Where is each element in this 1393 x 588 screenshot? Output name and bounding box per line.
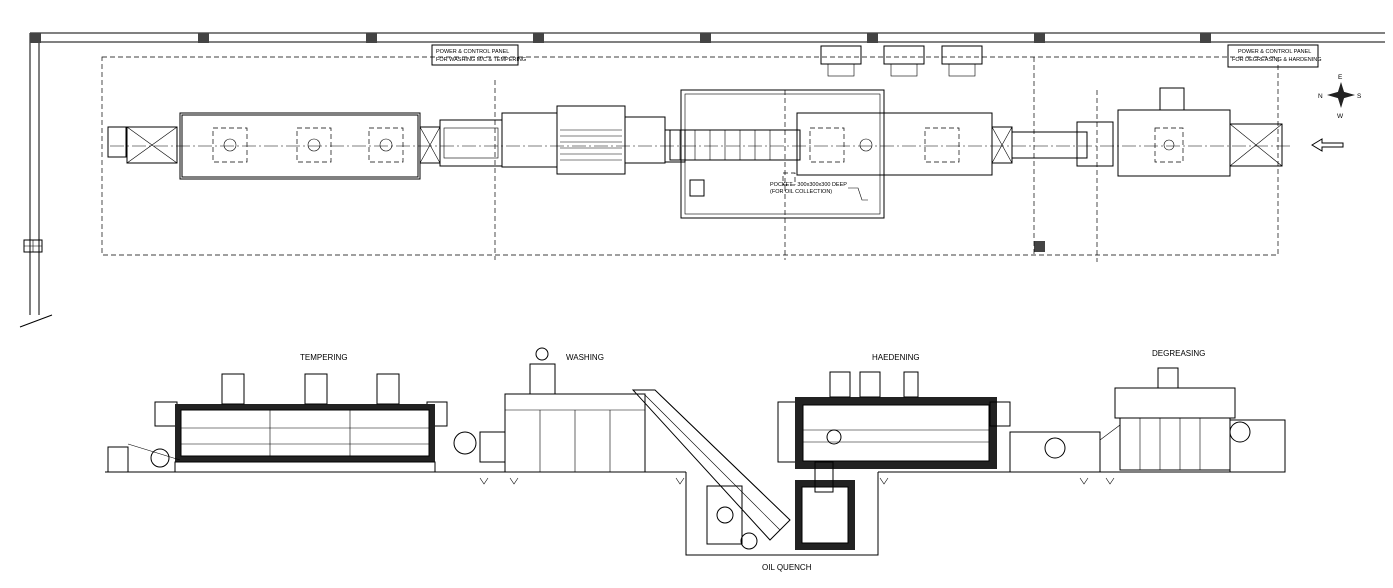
elevation-tempering-furnace (107, 373, 477, 473)
elevation-inclined-conveyor (631, 389, 791, 541)
compass-rose: E W N S (1318, 74, 1362, 120)
pocket-note-line1: POCKET - 300x300x300 DEEP (770, 182, 847, 188)
panel-right-line1: POWER & CONTROL PANEL (1238, 49, 1311, 55)
compass-east: E (1338, 74, 1343, 81)
label-degreasing: DEGREASING (1152, 349, 1205, 358)
plan-degreasing (1011, 87, 1283, 177)
building-columns (23, 33, 1211, 253)
label-washing: WASHING (566, 353, 604, 362)
elevation-washing-machine (479, 347, 646, 473)
compass-north: N (1318, 93, 1323, 100)
label-tempering: TEMPERING (300, 353, 348, 362)
plan-tempering-furnace (107, 112, 441, 180)
compass-south: S (1357, 93, 1362, 100)
control-panel-right: POWER & CONTROL PANEL FOR DEGREASING & H… (1227, 44, 1322, 68)
elevation-labels: TEMPERING WASHING HAEDENING DEGREASING O… (300, 349, 1205, 572)
plan-washing-machine (439, 105, 686, 175)
plan-conveyor (669, 129, 801, 161)
electrical-cabinets (820, 45, 983, 77)
pocket-note-line2: (FOR OIL COLLECTION) (770, 189, 832, 195)
label-hardening: HAEDENING (872, 353, 920, 362)
direction-arrow (1311, 138, 1344, 152)
label-oil-quench: OIL QUENCH (762, 563, 812, 572)
elevation-degreasing (1009, 367, 1286, 473)
plan-quench-pit (680, 89, 885, 219)
elevation-quench-pit (685, 472, 879, 556)
plan-hardening-furnace (796, 112, 1013, 176)
compass-west: W (1337, 113, 1344, 120)
panel-left-line1: POWER & CONTROL PANEL (436, 49, 509, 55)
elevation-hardening-furnace (777, 371, 1011, 493)
control-panel-left: POWER & CONTROL PANEL FOR WASHING M/C & … (431, 44, 526, 66)
plan-boundary (101, 56, 1279, 262)
panel-right-line2: FOR DEGREASING & HARDENING (1232, 57, 1322, 63)
panel-left-line2: FOR WASHING M/C & TEMPERING (436, 57, 526, 63)
foundation-markers (479, 477, 1115, 485)
pocket-note: POCKET - 300x300x300 DEEP (FOR OIL COLLE… (770, 172, 868, 201)
